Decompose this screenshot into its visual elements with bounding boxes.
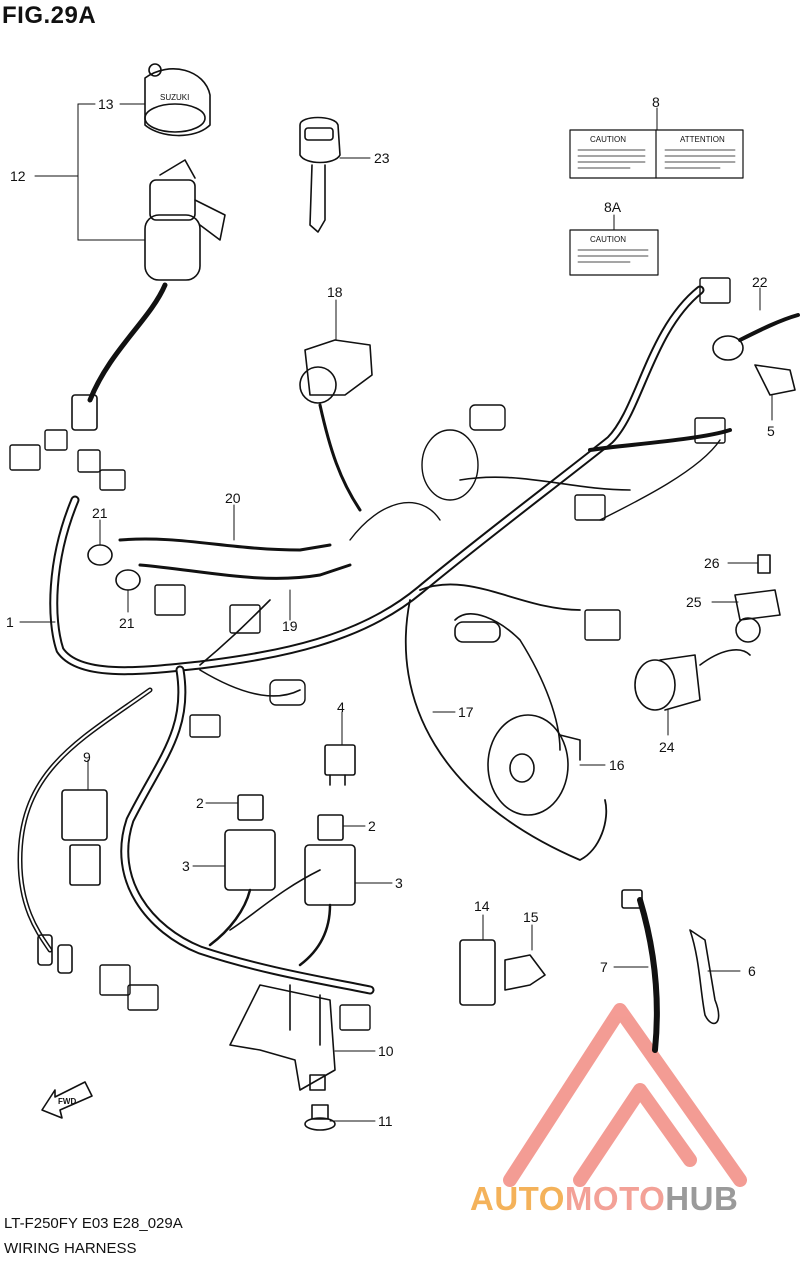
callout-15: 15 [523, 909, 539, 925]
lead-wires [118, 537, 352, 580]
callout-5: 5 [767, 423, 775, 439]
callout-13: 13 [98, 96, 114, 112]
bolt [304, 1104, 336, 1131]
callout-12: 12 [10, 168, 26, 184]
callout-3a: 3 [182, 858, 190, 874]
coupler [712, 313, 800, 396]
callout-1: 1 [6, 614, 14, 630]
clamps [459, 889, 720, 1053]
callout-25: 25 [686, 594, 702, 610]
callout-6: 6 [748, 963, 756, 979]
watermark-logo [503, 1003, 747, 1187]
callout-8a: 8A [604, 199, 622, 215]
callout-19: 19 [282, 618, 298, 634]
model-code: LT-F250FY E03 E28_029A [4, 1215, 183, 1232]
watermark-auto: AUTO [470, 1180, 565, 1217]
callout-24: 24 [659, 739, 675, 755]
callout-14: 14 [474, 898, 490, 914]
callout-9: 9 [83, 749, 91, 765]
diagram-name: WIRING HARNESS [4, 1240, 137, 1257]
callout-4: 4 [337, 699, 345, 715]
key-brand-label: SUZUKI [160, 93, 189, 102]
callout-2a: 2 [196, 795, 204, 811]
handlebar-switch [299, 339, 373, 512]
callout-leaders [19, 103, 773, 1122]
watermark-text: AUTOMOTOHUB [470, 1180, 738, 1218]
watermark-moto: MOTO [564, 1180, 666, 1217]
horn [454, 613, 581, 816]
grommets [87, 544, 141, 591]
callout-7: 7 [600, 959, 608, 975]
ignition-switch [71, 159, 226, 431]
ignition-key [299, 116, 341, 233]
callout-17: 17 [458, 704, 474, 720]
main-harness [17, 285, 732, 995]
watermark-hub: HUB [665, 1180, 739, 1217]
callout-20: 20 [225, 490, 241, 506]
callout-16: 16 [609, 757, 625, 773]
caution-label-text-2: CAUTION [590, 235, 626, 244]
fwd-label: FWD [58, 1097, 76, 1106]
callout-22: 22 [752, 274, 768, 290]
callout-3b: 3 [395, 875, 403, 891]
callout-21b: 21 [119, 615, 135, 631]
fwd-arrow [41, 1081, 93, 1119]
connectors [9, 277, 731, 1031]
callout-11: 11 [378, 1113, 393, 1129]
caution-labels [569, 129, 744, 276]
accessory-socket [634, 554, 781, 711]
callout-26: 26 [704, 555, 720, 571]
callout-8: 8 [652, 94, 660, 110]
callout-2b: 2 [368, 818, 376, 834]
callout-numbers: 1 2 2 3 3 4 5 6 7 8 8A 9 10 11 12 13 14 … [6, 93, 775, 1129]
harness-bracket [229, 984, 336, 1091]
flasher-relay [324, 744, 356, 786]
key-cap [144, 63, 211, 137]
figure-title: FIG.29A [2, 2, 97, 29]
callout-18: 18 [327, 284, 343, 300]
callout-23: 23 [374, 150, 390, 166]
relay [37, 789, 108, 974]
attention-label-text: ATTENTION [680, 135, 725, 144]
callout-21a: 21 [92, 505, 108, 521]
fuses [208, 794, 356, 967]
callout-10: 10 [378, 1043, 394, 1059]
caution-label-text-1: CAUTION [590, 135, 626, 144]
